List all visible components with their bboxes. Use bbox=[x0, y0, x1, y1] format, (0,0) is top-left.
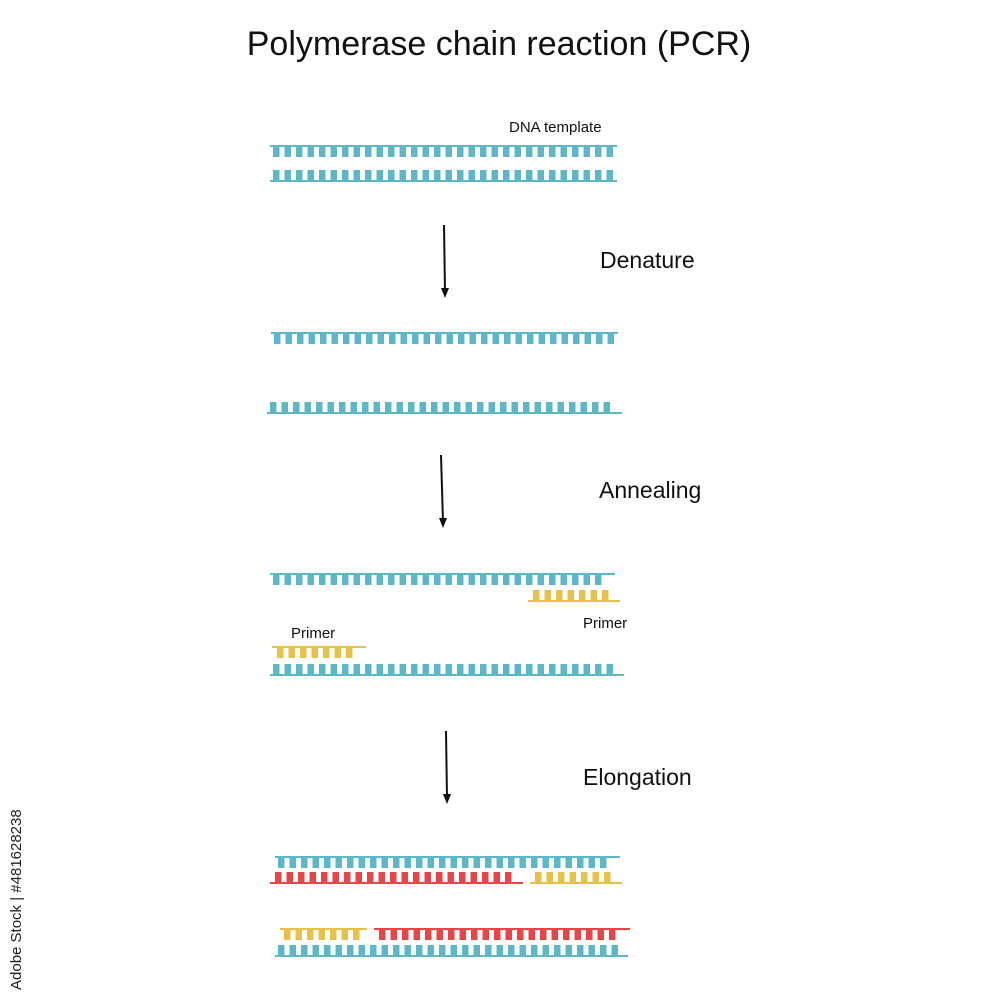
new-strand-top bbox=[270, 872, 523, 884]
primer-left-elongated bbox=[280, 928, 367, 940]
annealed-template-bottom bbox=[270, 664, 624, 676]
dna-template-label: DNA template bbox=[509, 119, 602, 136]
elongated-template-top bbox=[275, 856, 620, 868]
step-annealing: Annealing bbox=[599, 477, 701, 503]
primer-left-strand bbox=[272, 646, 366, 658]
annealing-arrow bbox=[439, 454, 447, 528]
template-strand-bottom bbox=[270, 170, 617, 182]
primer-label-left: Primer bbox=[291, 625, 335, 642]
diagram-title: Polymerase chain reaction (PCR) bbox=[247, 25, 752, 63]
elongation-stage bbox=[270, 856, 630, 957]
step-denature: Denature bbox=[600, 247, 695, 273]
new-strand-bottom bbox=[374, 928, 630, 940]
separated-strand-bottom bbox=[267, 402, 622, 414]
annealing-stage: Primer Primer bbox=[270, 573, 627, 676]
elongated-template-bottom bbox=[275, 945, 628, 957]
step-elongation: Elongation bbox=[583, 764, 692, 790]
separated-strand-top bbox=[271, 332, 618, 344]
primer-right-strand bbox=[528, 590, 620, 602]
template-double-strand bbox=[270, 145, 617, 182]
annealed-template-top bbox=[270, 573, 615, 585]
denature-arrow bbox=[441, 224, 449, 298]
primer-label-right: Primer bbox=[583, 615, 627, 632]
elongation-arrow bbox=[443, 730, 451, 804]
stock-id-watermark: Adobe Stock | #481628238 bbox=[8, 809, 25, 990]
template-strand-top bbox=[270, 145, 617, 157]
primer-right-elongated bbox=[530, 872, 622, 884]
